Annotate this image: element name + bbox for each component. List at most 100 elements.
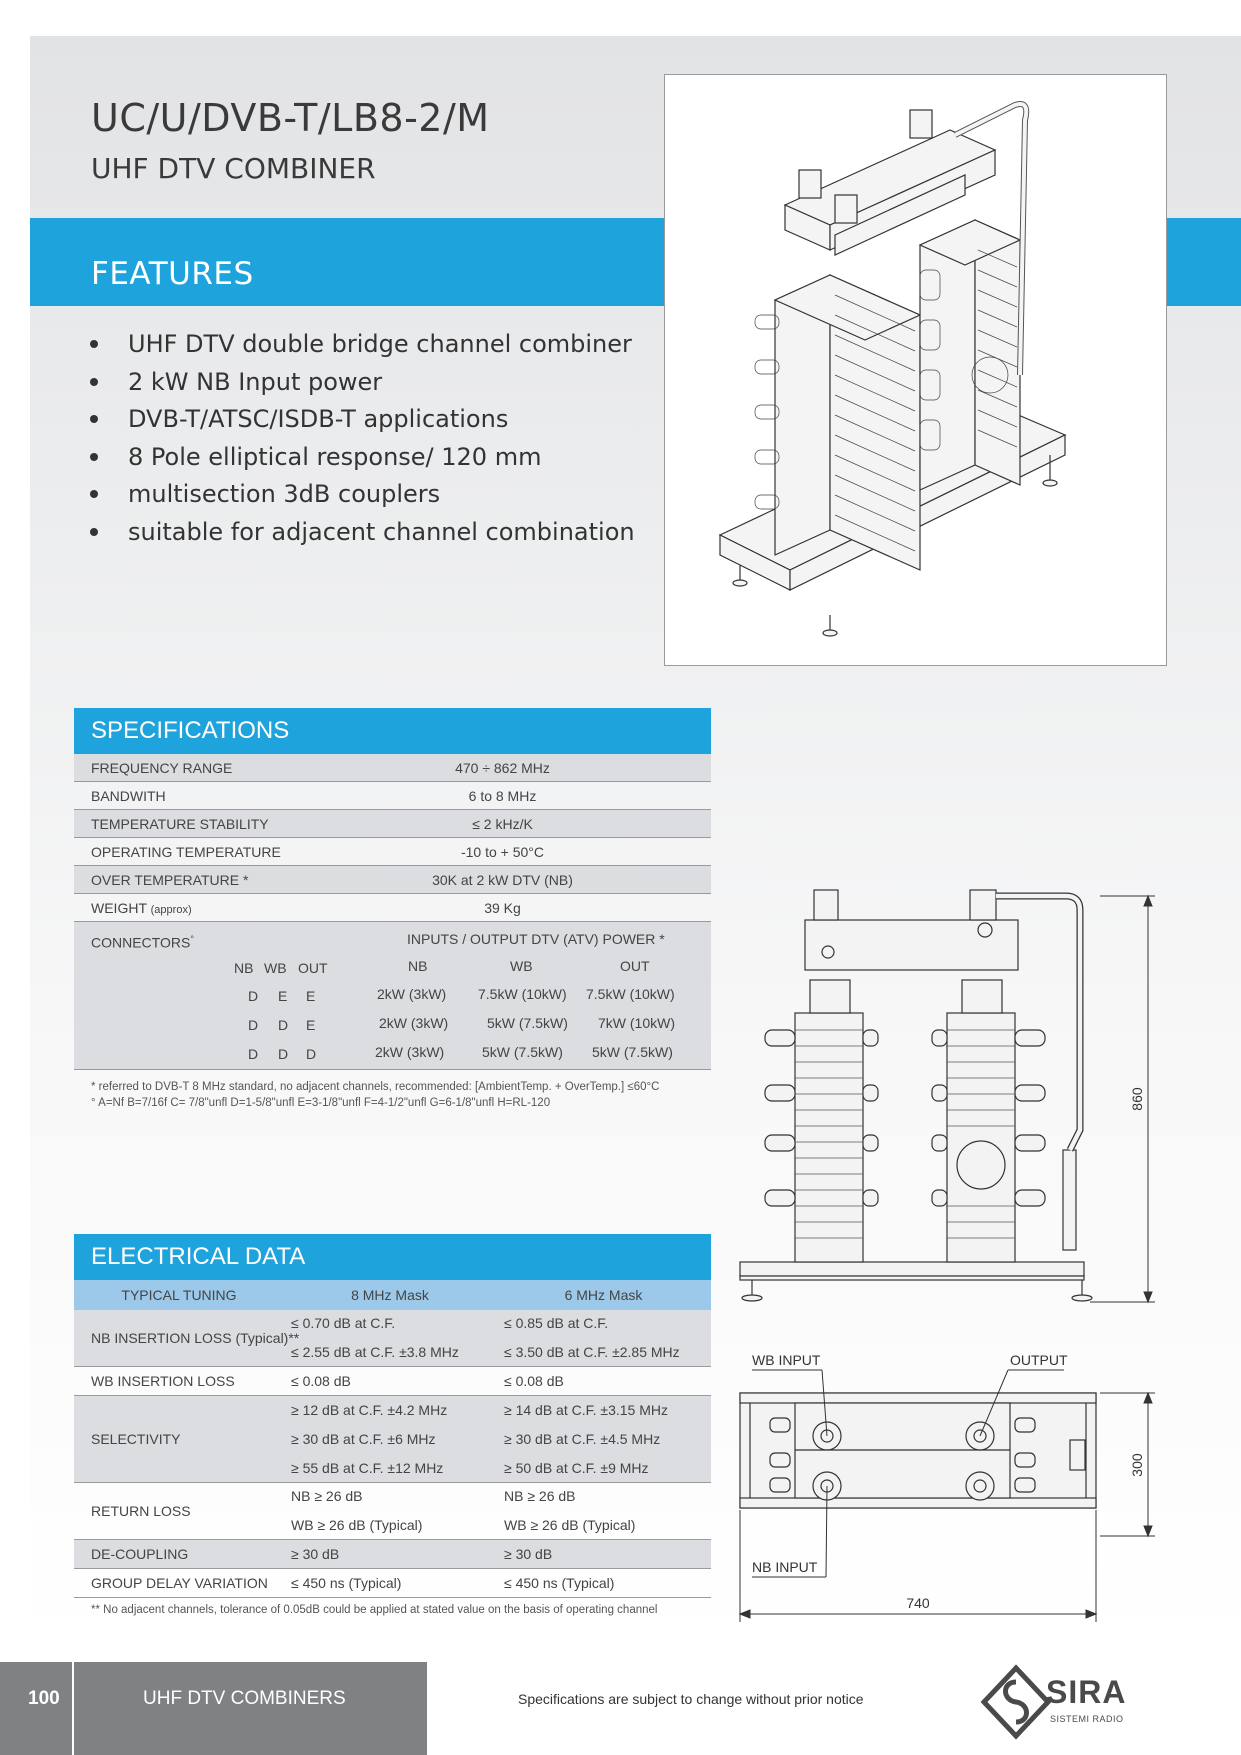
spec-label: BANDWITH [91, 788, 166, 804]
feature-item: UHF DTV double bridge channel combiner [90, 330, 635, 368]
combiner-3d-drawing [718, 101, 1067, 637]
footer-band [0, 1662, 427, 1755]
feature-list: UHF DTV double bridge channel combiner 2… [90, 330, 635, 555]
value-6mhz: ≥ 30 dB [504, 1546, 553, 1562]
value-8mhz: ≤ 0.70 dB at C.F. [291, 1315, 396, 1331]
electrical-table: TYPICAL TUNING 8 MHz Mask 6 MHz Mask NB … [74, 1280, 711, 1598]
conn-cell: D [306, 1046, 317, 1062]
power-cell: 2kW (3kW) [377, 986, 447, 1002]
group-label: WB INSERTION LOSS [91, 1373, 235, 1389]
sira-logo-icon [980, 1664, 1052, 1740]
electrical-column-headers: TYPICAL TUNING 8 MHz Mask 6 MHz Mask [74, 1280, 711, 1310]
front-view-fins [795, 1029, 1015, 1239]
electrical-group: GROUP DELAY VARIATION ≤ 450 ns (Typical)… [74, 1569, 711, 1598]
spec-row: OPERATING TEMPERATURE -10 to + 50°C [74, 838, 711, 866]
power-cell: 5kW (7.5kW) [487, 1015, 568, 1031]
value-6mhz: WB ≥ 26 dB (Typical) [504, 1517, 636, 1533]
group-label: NB INSERTION LOSS (Typical)** [91, 1330, 300, 1346]
value-6mhz: ≤ 3.50 dB at C.F. ±2.85 MHz [504, 1344, 680, 1360]
power-col-header: OUT [620, 958, 650, 974]
value-6mhz: ≥ 50 dB at C.F. ±9 MHz [504, 1460, 649, 1476]
conn-cell: D [248, 1017, 259, 1033]
footer-category: UHF DTV COMBINERS [143, 1688, 346, 1709]
depth-dimension [1100, 1391, 1155, 1538]
height-dimension [1090, 894, 1155, 1304]
spec-row: TEMPERATURE STABILITY ≤ 2 kHz/K [74, 810, 711, 838]
spec-row: FREQUENCY RANGE 470 ÷ 862 MHz [74, 754, 711, 782]
product-illustration [664, 74, 1167, 666]
conn-header: WB [264, 960, 287, 976]
value-6mhz: ≥ 30 dB at C.F. ±4.5 MHz [504, 1431, 661, 1447]
electrical-group: NB INSERTION LOSS (Typical)** ≤ 0.70 dB … [74, 1310, 711, 1367]
footer-divider [72, 1662, 74, 1755]
spec-value: 470 ÷ 862 MHz [455, 760, 550, 776]
top-view-leaders [752, 1369, 1064, 1578]
front-view-drawing [739, 889, 1093, 1302]
conn-cell: E [306, 1017, 316, 1033]
feature-item: DVB-T/ATSC/ISDB-T applications [90, 405, 635, 443]
value-8mhz: ≥ 30 dB [291, 1546, 340, 1562]
value-6mhz: ≤ 450 ns (Typical) [504, 1575, 615, 1591]
conn-cell: D [248, 1046, 259, 1062]
conn-cell: D [248, 988, 259, 1004]
bullet-icon [90, 527, 98, 536]
feature-item: 2 kW NB Input power [90, 368, 635, 406]
footer-disclaimer: Specifications are subject to change wit… [518, 1691, 864, 1707]
bullet-icon [90, 490, 98, 498]
spec-label: OPERATING TEMPERATURE [91, 844, 281, 860]
value-8mhz: ≤ 450 ns (Typical) [291, 1575, 402, 1591]
value-8mhz: WB ≥ 26 dB (Typical) [291, 1517, 423, 1533]
feature-item: 8 Pole elliptical response/ 120 mm [90, 443, 635, 481]
spec-label: TEMPERATURE STABILITY [91, 816, 269, 832]
conn-header: NB [234, 960, 254, 976]
column-header: TYPICAL TUNING [121, 1287, 237, 1303]
front-view-pipe-inner [996, 893, 1083, 1152]
specifications-table: FREQUENCY RANGE 470 ÷ 862 MHz BANDWITH 6… [74, 754, 711, 1070]
brand-logo-subtitle: SISTEMI RADIO [1050, 1714, 1124, 1724]
model-title: UC/U/DVB-T/LB8-2/M [91, 96, 490, 140]
value-6mhz: ≥ 14 dB at C.F. ±3.15 MHz [504, 1402, 668, 1418]
spec-row: WEIGHT (approx) 39 Kg [74, 894, 711, 922]
value-8mhz: ≤ 2.55 dB at C.F. ±3.8 MHz [291, 1344, 459, 1360]
power-cell: 2kW (3kW) [379, 1015, 449, 1031]
wb-input-label: WB INPUT [752, 1352, 821, 1368]
conn-cell: E [278, 988, 288, 1004]
power-header: INPUTS / OUTPUT DTV (ATV) POWER * [407, 931, 665, 947]
output-label: OUTPUT [1010, 1352, 1068, 1368]
group-label: GROUP DELAY VARIATION [91, 1575, 268, 1591]
brand-logo-text: SIRA [1046, 1674, 1127, 1710]
electrical-header: ELECTRICAL DATA [74, 1234, 711, 1280]
bullet-icon [90, 340, 98, 348]
value-6mhz: ≤ 0.08 dB [504, 1373, 564, 1389]
height-dim-label: 860 [1129, 1087, 1145, 1111]
bullet-icon [90, 452, 98, 461]
specifications-header: SPECIFICATIONS [74, 708, 711, 754]
value-8mhz: ≥ 55 dB at C.F. ±12 MHz [291, 1460, 444, 1476]
spec-row: BANDWITH 6 to 8 MHz [74, 782, 711, 810]
conn-cell: D [278, 1046, 289, 1062]
electrical-group: DE-COUPLING ≥ 30 dB ≥ 30 dB [74, 1540, 711, 1569]
spec-note: * referred to DVB-T 8 MHz standard, no a… [91, 1081, 660, 1093]
column-header: 8 MHz Mask [351, 1287, 429, 1303]
spec-row: OVER TEMPERATURE * 30K at 2 kW DTV (NB) [74, 866, 711, 894]
connectors-label: CONNECTORS° [91, 934, 194, 951]
group-label: DE-COUPLING [91, 1546, 189, 1562]
conn-cell: E [306, 988, 316, 1004]
power-col-header: WB [510, 958, 533, 974]
value-8mhz: NB ≥ 26 dB [291, 1488, 363, 1504]
power-cell: 2kW (3kW) [375, 1044, 445, 1060]
depth-dim-label: 300 [1129, 1453, 1145, 1477]
value-6mhz: ≤ 0.85 dB at C.F. [504, 1315, 609, 1331]
feature-item: suitable for adjacent channel combinatio… [90, 518, 635, 556]
bullet-icon [90, 377, 98, 386]
specifications-title: SPECIFICATIONS [91, 717, 290, 744]
power-cell: 7.5kW (10kW) [586, 986, 675, 1002]
page-number: 100 [28, 1688, 60, 1709]
spec-notes: * referred to DVB-T 8 MHz standard, no a… [91, 1079, 659, 1111]
electrical-group: RETURN LOSS NB ≥ 26 dB NB ≥ 26 dB WB ≥ 2… [74, 1483, 711, 1540]
top-view-drawing [739, 1392, 1097, 1509]
electrical-group: WB INSERTION LOSS ≤ 0.08 dB ≤ 0.08 dB [74, 1367, 711, 1396]
spec-label: WEIGHT (approx) [91, 900, 192, 916]
conn-cell: D [278, 1017, 289, 1033]
